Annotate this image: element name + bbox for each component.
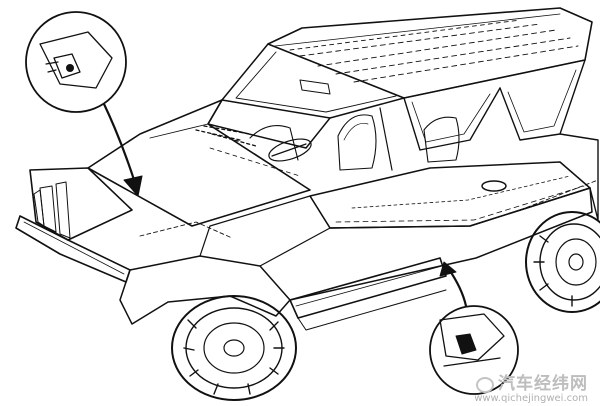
watermark-title: 汽车经纬网 xyxy=(498,374,588,394)
rear-quarter xyxy=(519,133,599,221)
front-grille xyxy=(15,167,133,283)
upper-callout-arrowhead xyxy=(123,175,143,197)
watermark-url: www.qichejingwei.com xyxy=(474,393,588,404)
floor-pan xyxy=(289,161,593,301)
watermark-logo-icon xyxy=(476,376,494,393)
steering-wheel xyxy=(268,138,312,162)
front-wheel xyxy=(171,295,297,401)
site-watermark: 汽车经纬网 www.qichejingwei.com xyxy=(474,376,588,404)
lower-callout-arrowhead xyxy=(439,261,457,277)
upper-callout-pointer xyxy=(102,102,138,188)
interior-seats xyxy=(249,114,460,171)
hood-panel xyxy=(87,99,311,227)
upper-callout xyxy=(25,11,127,113)
rear-wheel xyxy=(525,211,600,313)
rocker-sill xyxy=(289,257,447,331)
side-window-frames xyxy=(379,59,586,171)
roof-panel xyxy=(267,7,593,99)
lower-callout xyxy=(429,305,519,395)
